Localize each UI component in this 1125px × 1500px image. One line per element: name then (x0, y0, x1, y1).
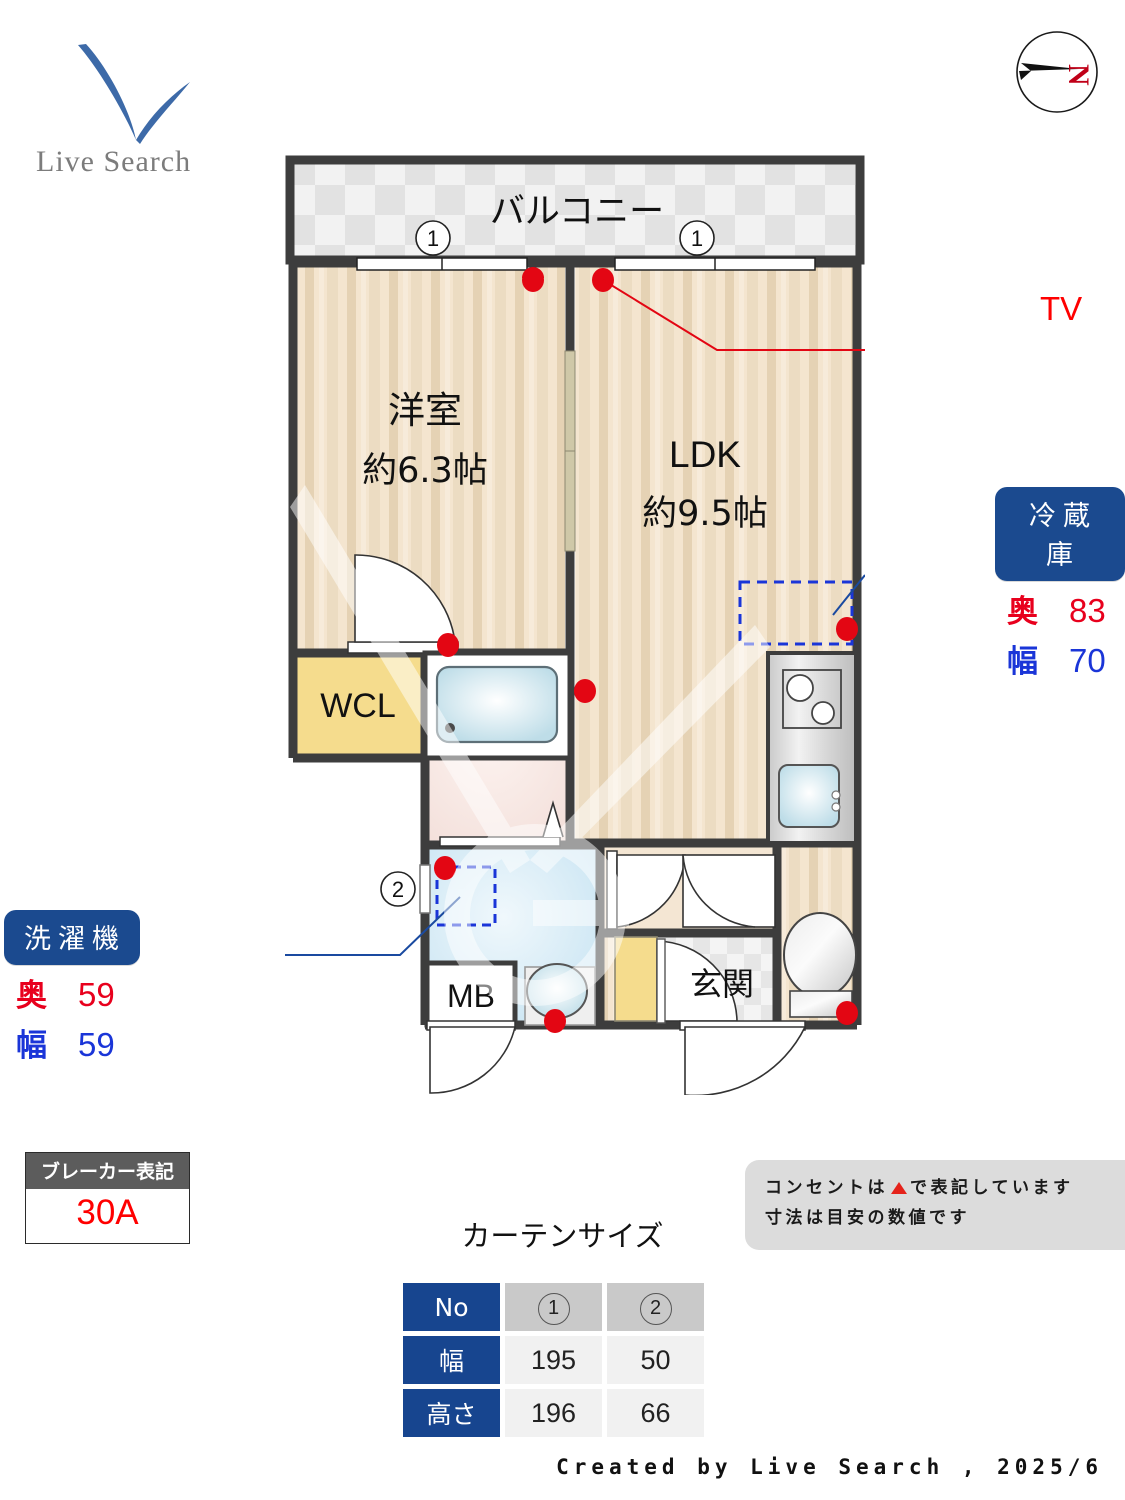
room-label-genkan: 玄関 (690, 965, 754, 1003)
fridge-annotation: 冷蔵庫 奥 83 幅 70 (995, 487, 1125, 681)
fridge-depth-value: 83 (1069, 592, 1106, 629)
curtain-height-2: 66 (607, 1389, 704, 1437)
room-label-wcl: WCL (320, 687, 396, 725)
fridge-width-row: 幅 70 (995, 636, 1125, 681)
entrance-mirror (783, 912, 857, 1018)
table-row-no: No 1 2 (403, 1283, 704, 1331)
room-area-ldk: 約9.5帖 (642, 494, 768, 534)
room-label-bedroom: 洋室 (388, 389, 462, 432)
washer-width-row: 幅 59 (4, 1020, 140, 1065)
curtain-col-1-badge: 1 (537, 1292, 570, 1325)
curtain-row-header-width: 幅 (403, 1336, 500, 1384)
tv-leader-line (602, 279, 865, 351)
note-line-2: 寸法は目安の数値です (765, 1207, 970, 1228)
curtain-row-header-no: No (403, 1283, 500, 1331)
fridge-width-label: 幅 (1007, 644, 1038, 680)
washer-leader-line (285, 896, 461, 956)
breaker-value: 30A (76, 1193, 139, 1232)
balcony-sliding-doors (356, 257, 816, 271)
washer-tag-title: 洗濯機 (4, 910, 140, 965)
bathroom-fixtures (422, 650, 573, 761)
washer-depth-row: 奥 59 (4, 970, 140, 1015)
compass-north-icon: N (1007, 22, 1107, 122)
note-line-1-pre: コンセントは (765, 1178, 888, 1198)
footer-credit: Created by Live Search , 2025/6 (556, 1455, 1103, 1479)
brand-logo: Live Search (30, 40, 260, 180)
svg-text:1: 1 (427, 226, 439, 251)
room-label-ldk: LDK (669, 434, 741, 475)
note-line-1-post: で表記しています (910, 1178, 1074, 1198)
curtain-width-2: 50 (607, 1336, 704, 1384)
fridge-width-value: 70 (1069, 642, 1106, 679)
legend-note-box: コンセントは で表記しています 寸法は目安の数値です (745, 1160, 1125, 1250)
brand-name: Live Search (36, 145, 192, 178)
curtain-width-1: 195 (505, 1336, 602, 1384)
washer-depth-value: 59 (78, 976, 115, 1013)
fridge-leader-line (832, 574, 865, 616)
toilet-door (606, 850, 776, 930)
window-number-badge-1a: 1 (415, 220, 451, 256)
curtain-row-header-height: 高さ (403, 1389, 500, 1437)
washer-placement-box (435, 865, 497, 927)
note-line-1: コンセントは で表記しています (765, 1174, 1125, 1204)
fridge-placement-box (738, 580, 854, 646)
curtain-height-1: 196 (505, 1389, 602, 1437)
floorplan-drawing: 1 1 WCL (285, 155, 865, 1095)
curtain-col-2-badge: 2 (639, 1292, 672, 1325)
breaker-title: ブレーカー表記 (26, 1153, 189, 1189)
breaker-info-box: ブレーカー表記 30A (25, 1152, 190, 1244)
svg-text:1: 1 (691, 226, 703, 251)
outlet-triangle-icon (891, 1182, 907, 1194)
mb-door (426, 1020, 517, 1094)
meter-box-mb: MB (424, 960, 518, 1028)
washer-width-value: 59 (78, 1026, 115, 1063)
fridge-depth-row: 奥 83 (995, 586, 1125, 631)
fridge-depth-label: 奥 (1007, 594, 1038, 630)
table-row-width: 幅 195 50 (403, 1336, 704, 1384)
table-row-height: 高さ 196 66 (403, 1389, 704, 1437)
washer-width-label: 幅 (16, 1028, 47, 1064)
svg-text:N: N (1062, 64, 1095, 86)
curtain-size-title: カーテンサイズ (461, 1219, 664, 1253)
room-area-bedroom: 約6.3帖 (362, 451, 488, 491)
svg-text:MB: MB (447, 978, 495, 1014)
curtain-size-table: No 1 2 幅 195 50 高さ 196 66 (398, 1278, 709, 1442)
svg-text:2: 2 (392, 877, 404, 902)
balcony-area (285, 155, 865, 265)
window-number-badge-1b: 1 (679, 220, 715, 256)
washer-depth-label: 奥 (16, 978, 47, 1014)
front-door (679, 1020, 807, 1095)
washer-annotation: 洗濯機 奥 59 幅 59 (4, 910, 140, 1065)
kitchen-counter (766, 651, 858, 845)
tv-annotation-label: TV (1040, 290, 1083, 327)
v-check-logo-icon (78, 44, 190, 144)
fridge-tag-title: 冷蔵庫 (995, 487, 1125, 581)
room-label-balcony: バルコニー (490, 192, 664, 232)
curtain-col-2: 2 (607, 1283, 704, 1331)
window-number-badge-2: 2 (380, 871, 416, 907)
curtain-col-1: 1 (505, 1283, 602, 1331)
